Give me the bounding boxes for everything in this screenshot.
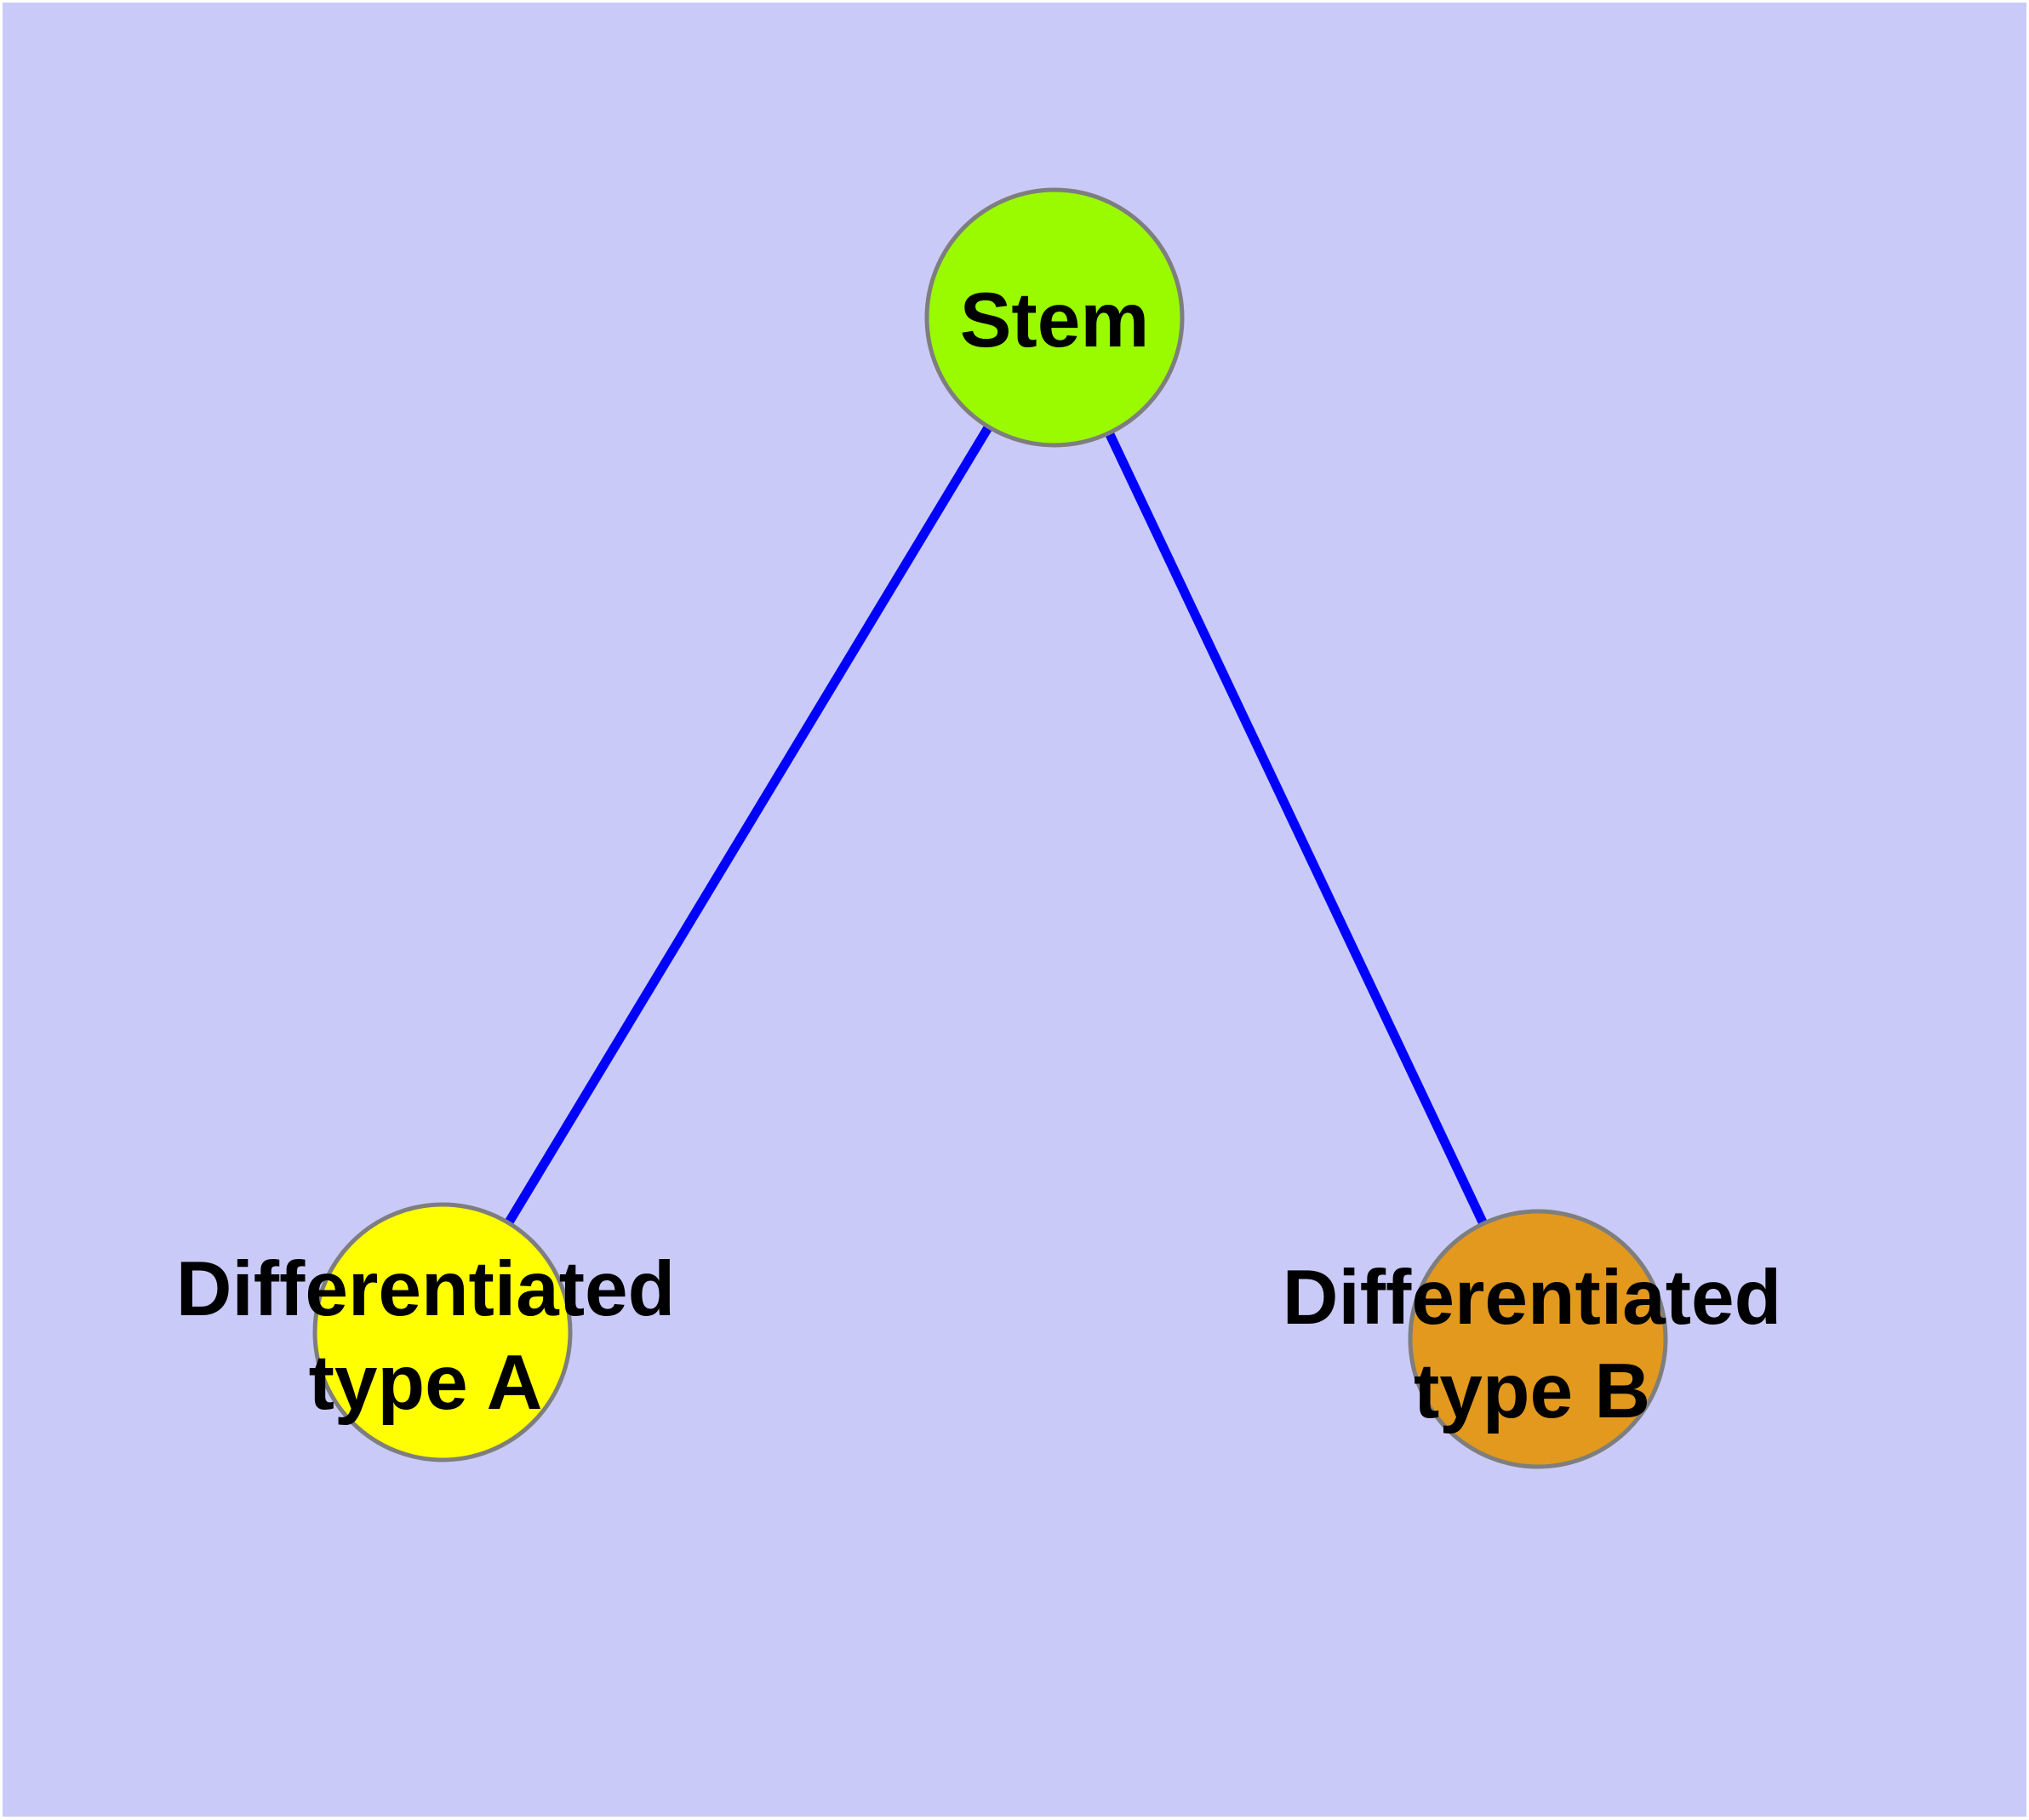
stem-node-circle (924, 187, 1185, 448)
node-differentiated-type-b: Differentiated type B (1283, 1209, 1782, 1469)
stem-node-label: Stem (960, 278, 1150, 363)
node-differentiated-type-a: Differentiated type A (176, 1202, 676, 1462)
type-a-node-circle (312, 1202, 573, 1462)
edge-stem-to-type-b (1050, 315, 1542, 1342)
type-b-node-circle (1408, 1209, 1668, 1469)
edge-layer (438, 315, 1542, 1342)
edge-stem-to-type-a (438, 315, 1059, 1335)
type-b-label-line-2: type B (1414, 1348, 1650, 1434)
type-b-label-line-1: Differentiated (1283, 1255, 1782, 1341)
type-a-label-line-1: Differentiated (176, 1246, 676, 1332)
node-stem: Stem (924, 187, 1185, 448)
type-a-label-line-2: type A (309, 1340, 543, 1426)
